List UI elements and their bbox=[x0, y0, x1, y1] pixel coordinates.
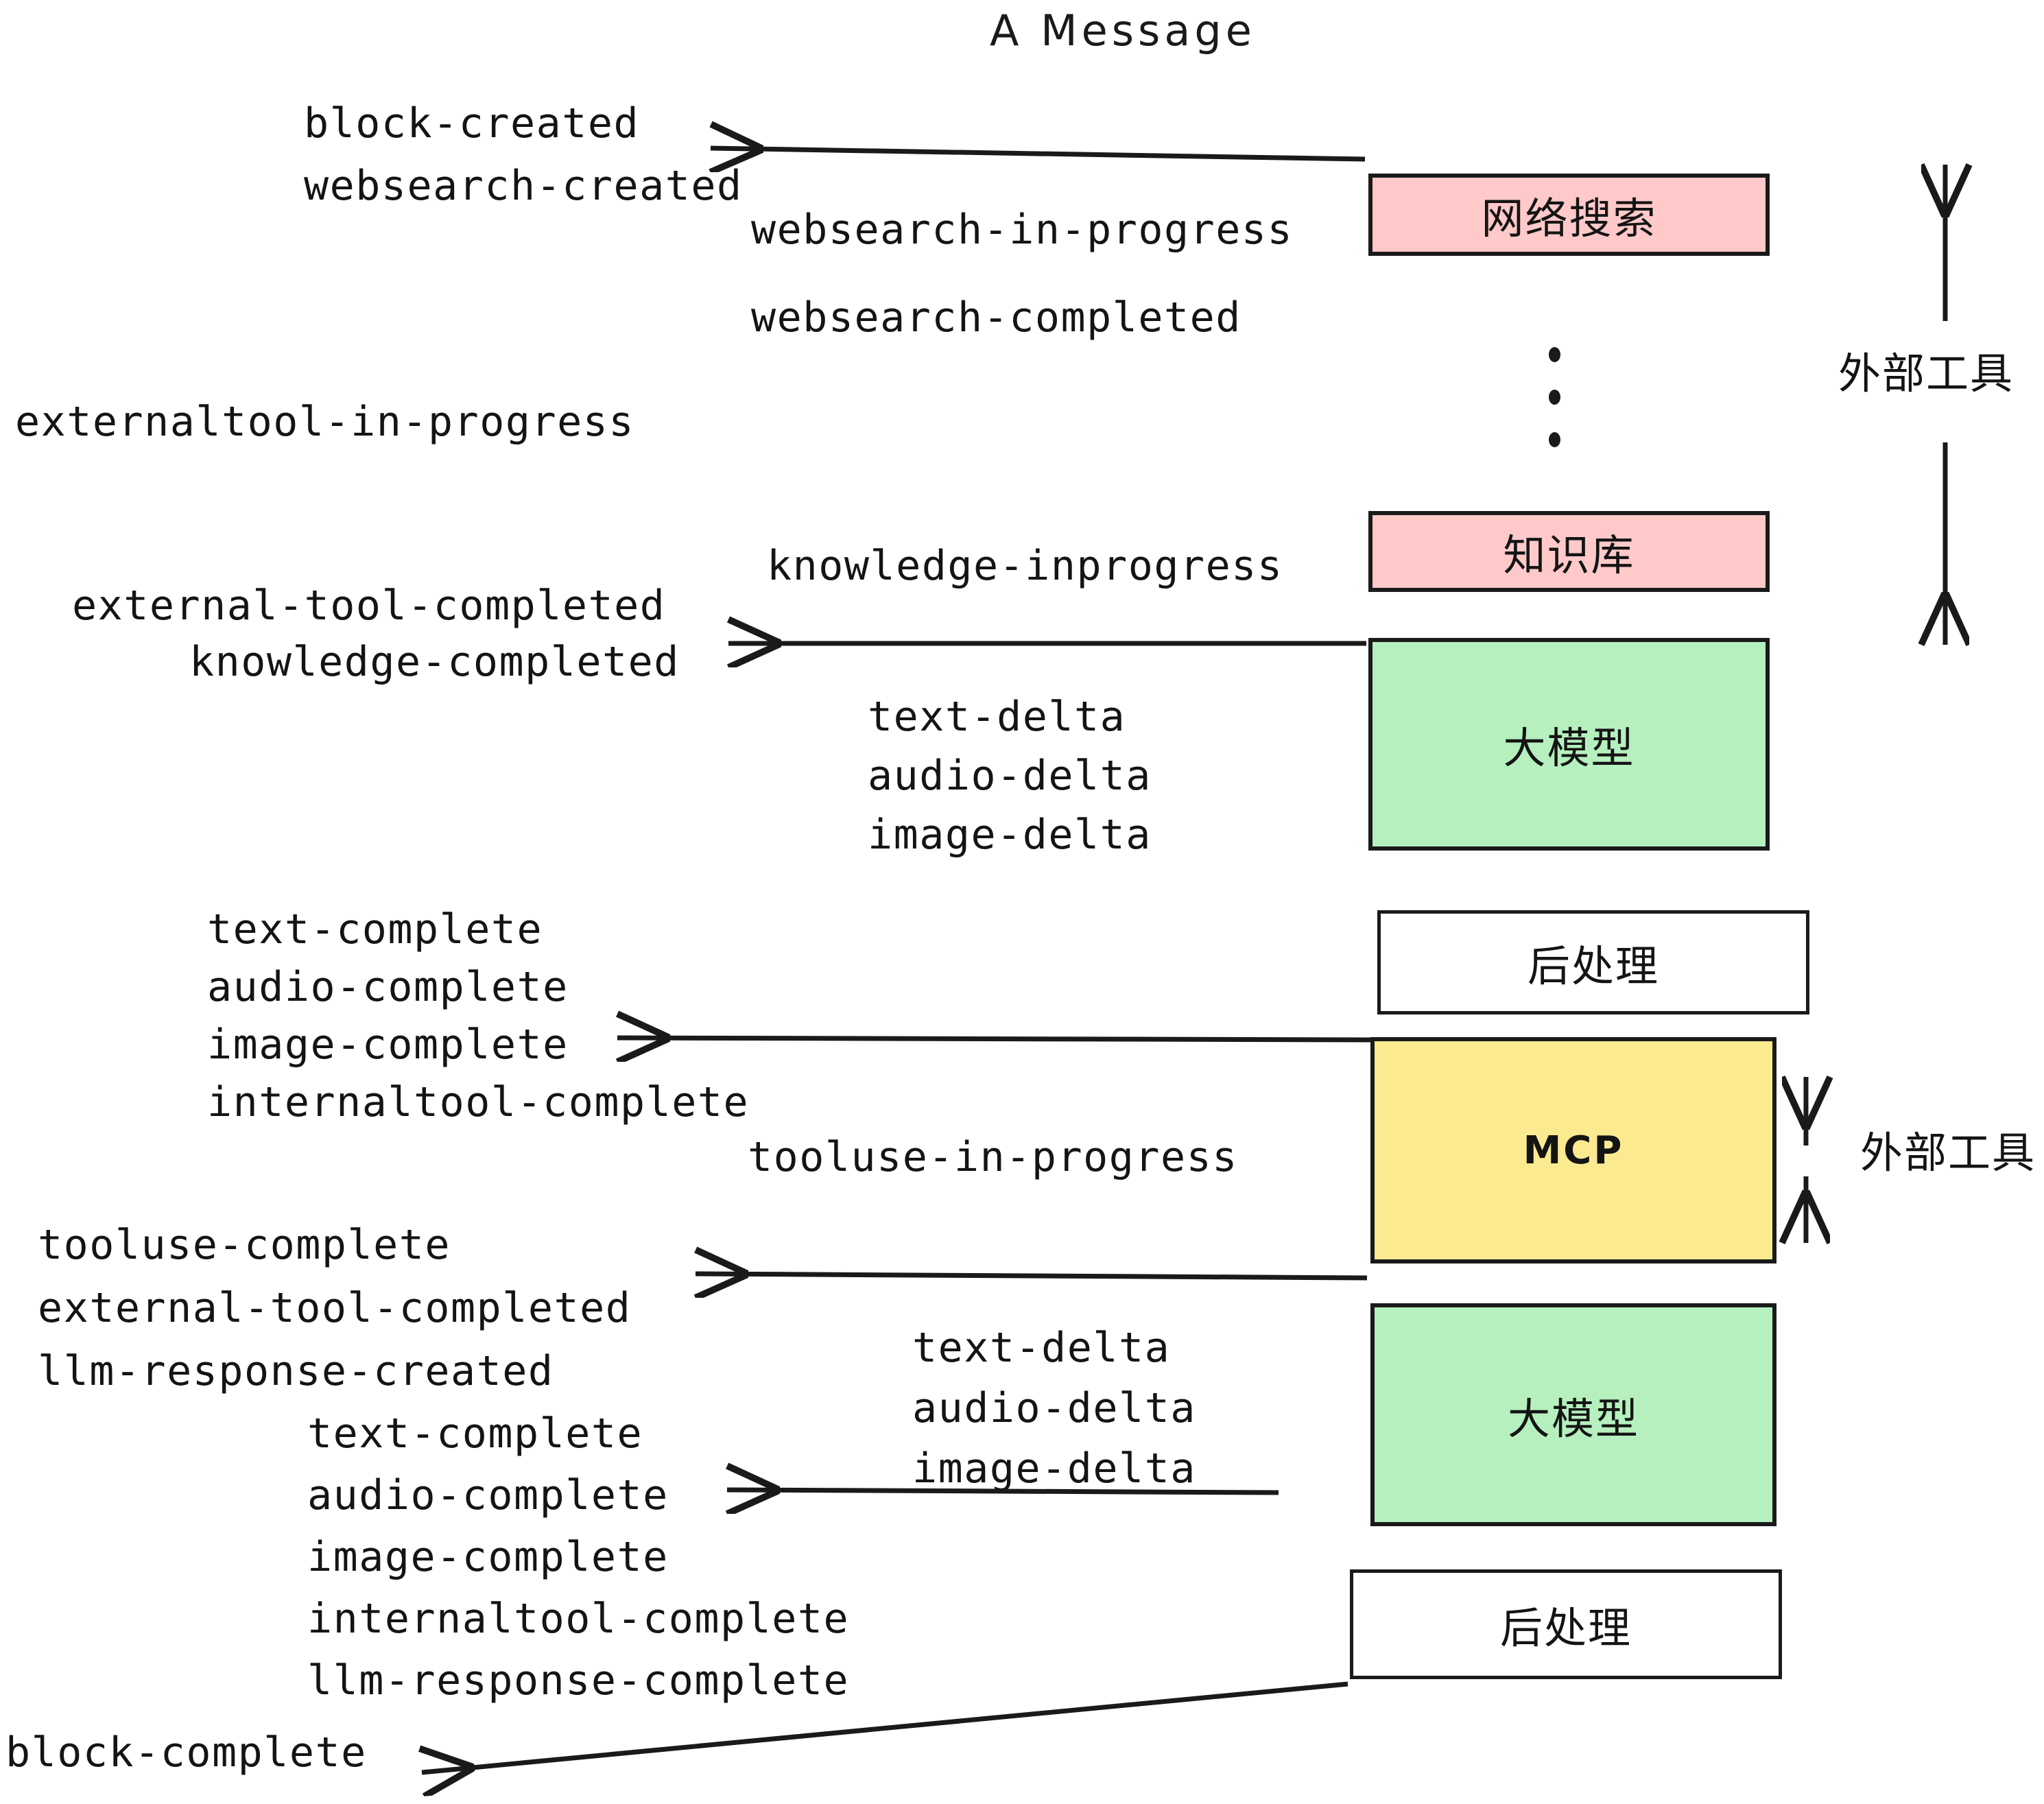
event-image-delta-1: image-delta bbox=[868, 811, 1152, 859]
event-external-tool-completed-2: external-tool-completed bbox=[38, 1284, 632, 1332]
event-image-delta-2: image-delta bbox=[912, 1445, 1196, 1493]
box-postprocess-upper-label: 后处理 bbox=[1527, 941, 1659, 991]
box-llm-upper: 大模型 bbox=[1368, 638, 1770, 851]
event-audio-complete-2: audio-complete bbox=[307, 1471, 669, 1519]
event-audio-delta-2: audio-delta bbox=[912, 1384, 1196, 1432]
box-postprocess-lower: 后处理 bbox=[1350, 1569, 1782, 1679]
arrow-mcp-to-tooluse-complete bbox=[696, 1274, 1368, 1278]
event-audio-complete-1: audio-complete bbox=[207, 963, 569, 1011]
ellipsis-dots bbox=[1549, 333, 1560, 461]
event-text-complete-1: text-complete bbox=[207, 905, 543, 953]
box-postprocess-upper: 后处理 bbox=[1377, 910, 1809, 1014]
box-llm-lower: 大模型 bbox=[1370, 1303, 1776, 1526]
arrow-websearch-to-block-created bbox=[711, 148, 1366, 159]
event-block-complete: block-complete bbox=[5, 1729, 367, 1777]
event-text-delta-1: text-delta bbox=[868, 693, 1126, 741]
event-text-complete-2: text-complete bbox=[307, 1410, 643, 1458]
event-llm-response-created: llm-response-created bbox=[38, 1347, 554, 1395]
box-websearch-label: 网络搜索 bbox=[1481, 193, 1657, 244]
event-knowledge-completed: knowledge-completed bbox=[189, 638, 680, 686]
event-tooluse-in-progress: tooluse-in-progress bbox=[748, 1133, 1238, 1181]
box-knowledgebase-label: 知识库 bbox=[1503, 530, 1635, 580]
box-websearch: 网络搜索 bbox=[1368, 174, 1770, 256]
event-tooluse-complete: tooluse-complete bbox=[38, 1221, 451, 1269]
event-text-delta-2: text-delta bbox=[912, 1324, 1171, 1372]
event-image-complete-2: image-complete bbox=[307, 1533, 669, 1581]
side-label-external-tool-lower: 外部工具 bbox=[1860, 1128, 2036, 1178]
event-image-complete-1: image-complete bbox=[207, 1021, 569, 1069]
event-websearch-created: websearch-created bbox=[304, 162, 743, 210]
box-knowledgebase: 知识库 bbox=[1368, 511, 1770, 592]
event-audio-delta-1: audio-delta bbox=[868, 752, 1152, 800]
box-llm-upper-label: 大模型 bbox=[1503, 723, 1635, 773]
page-title: A Message bbox=[990, 5, 1256, 56]
box-mcp-label: MCP bbox=[1523, 1128, 1624, 1173]
event-websearch-in-progress: websearch-in-progress bbox=[751, 206, 1294, 254]
side-label-external-tool-upper: 外部工具 bbox=[1838, 348, 2015, 399]
event-externaltool-in-progress: externaltool-in-progress bbox=[15, 398, 634, 446]
box-mcp: MCP bbox=[1370, 1037, 1776, 1263]
event-knowledge-inprogress: knowledge-inprogress bbox=[767, 542, 1283, 590]
event-llm-response-complete: llm-response-complete bbox=[307, 1657, 850, 1705]
event-internaltool-complete-1: internaltool-complete bbox=[207, 1078, 750, 1126]
event-websearch-completed: websearch-completed bbox=[751, 294, 1241, 342]
box-llm-lower-label: 大模型 bbox=[1507, 1393, 1639, 1444]
event-block-created: block-created bbox=[304, 99, 640, 147]
box-postprocess-lower-label: 后处理 bbox=[1499, 1603, 1632, 1653]
arrow-postprocess-upper-to-image-complete bbox=[617, 1038, 1375, 1040]
event-internaltool-complete-2: internaltool-complete bbox=[307, 1595, 850, 1643]
event-external-tool-completed-1: external-tool-completed bbox=[72, 582, 666, 630]
